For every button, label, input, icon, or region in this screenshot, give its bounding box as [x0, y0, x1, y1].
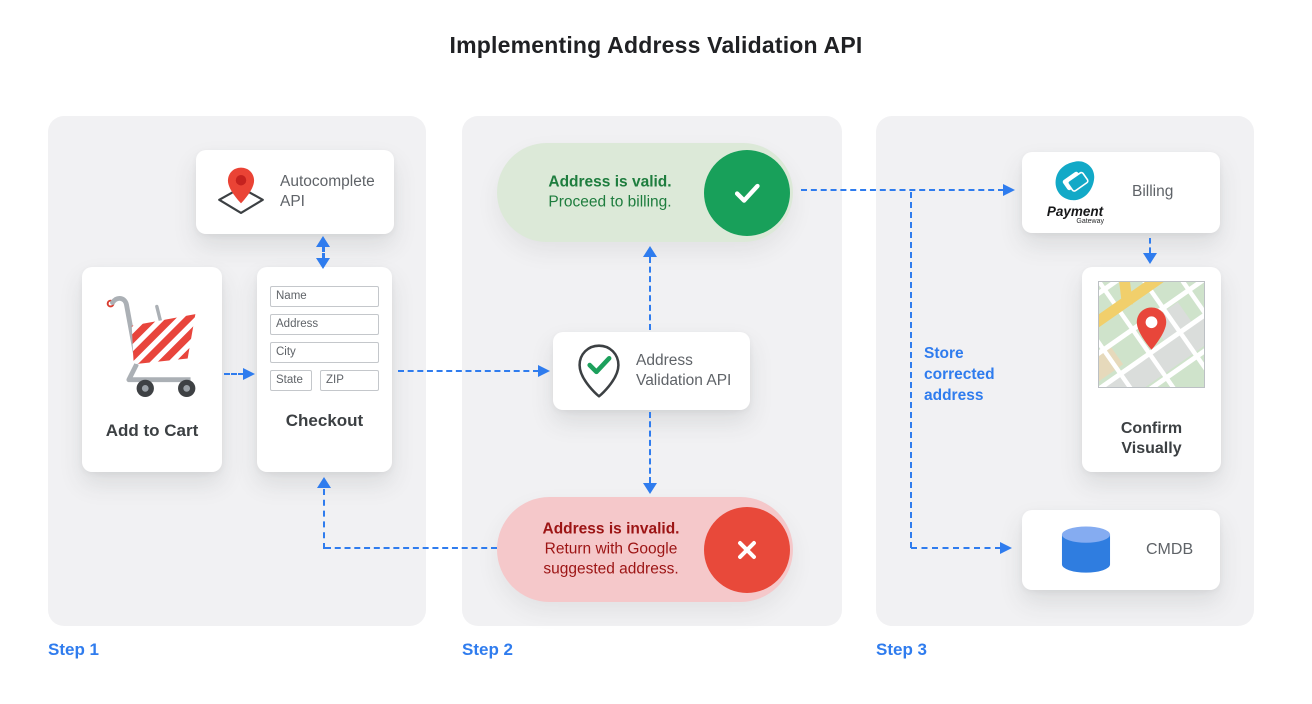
autocomplete-api-card: Autocomplete API — [196, 150, 394, 234]
arrow-validation-to-invalid-line — [649, 412, 651, 483]
shopping-cart-icon — [99, 289, 205, 406]
database-icon — [1058, 525, 1114, 575]
step1-label: Step 1 — [48, 640, 100, 659]
arrow-cart-to-checkout-line — [224, 373, 244, 375]
confirm-visually-label: Confirm Visually — [1120, 420, 1183, 457]
arrow-validation-to-valid-line — [649, 257, 651, 330]
cmdb-card: CMDB — [1022, 510, 1220, 590]
address-invalid-pill: Address is invalid. Return with Google s… — [497, 497, 793, 602]
arrow-valid-to-billing-line — [801, 189, 1004, 191]
validation-pin-check-icon — [577, 344, 621, 398]
arrow-invalid-return-horizontal — [325, 547, 497, 549]
store-corrected-address-note: Store corrected address — [924, 345, 995, 404]
payment-gateway-logo: Payment Gateway — [1042, 160, 1108, 225]
confirm-visually-card: Confirm Visually — [1082, 267, 1221, 472]
checkout-card: Name Address City State ZIP Checkout — [257, 267, 392, 472]
address-valid-pill: Address is valid. Proceed to billing. — [497, 143, 793, 242]
arrow-stem — [322, 247, 325, 252]
billing-card: Payment Gateway Billing — [1022, 152, 1220, 233]
arrow-billing-to-confirm-line — [1149, 238, 1151, 253]
arrow-billing-to-confirm-head — [1143, 253, 1157, 264]
autocomplete-card-label: Autocomplete API — [280, 172, 375, 210]
payment-logo-title: Payment — [1046, 204, 1104, 219]
billing-card-label: Billing — [1132, 183, 1174, 201]
arrow-invalid-return-head — [317, 477, 331, 488]
map-thumbnail — [1098, 281, 1205, 388]
checkout-label: Checkout — [285, 411, 364, 430]
valid-check-icon — [704, 149, 790, 236]
add-to-cart-card: Add to Cart — [82, 267, 222, 472]
arrow-validation-to-valid-head — [643, 246, 657, 257]
page-title: Implementing Address Validation API — [449, 32, 863, 58]
invalid-x-icon — [704, 506, 790, 593]
arrow-store-branch-vertical — [910, 192, 912, 548]
arrow-store-to-cmdb-head — [1000, 542, 1012, 554]
checkout-field-name: Name — [270, 286, 379, 307]
validation-card-label: Address Validation API — [636, 351, 732, 389]
checkout-field-state: State — [270, 370, 312, 391]
valid-pill-subtitle: Proceed to billing. — [548, 193, 672, 211]
arrow-autocomplete-to-checkout — [316, 258, 330, 269]
autocomplete-map-pin-icon — [214, 165, 268, 219]
cmdb-card-label: CMDB — [1146, 540, 1194, 558]
arrow-stem — [322, 253, 325, 258]
add-to-cart-label: Add to Cart — [105, 421, 199, 440]
valid-pill-title: Address is valid. — [548, 173, 672, 191]
invalid-pill-subtitle: Return with Google suggested address. — [543, 540, 679, 578]
arrow-store-to-cmdb-line — [911, 547, 1001, 549]
address-validation-api-card: Address Validation API — [553, 332, 750, 410]
checkout-field-city: City — [270, 342, 379, 363]
checkout-field-address: Address — [270, 314, 379, 335]
arrow-checkout-to-validation-line — [398, 370, 539, 372]
step2-label: Step 2 — [462, 640, 514, 659]
checkout-field-zip: ZIP — [320, 370, 379, 391]
arrow-cart-to-checkout-head — [243, 368, 255, 380]
step3-label: Step 3 — [876, 640, 928, 659]
arrow-valid-to-billing-head — [1003, 184, 1015, 196]
arrow-checkout-to-autocomplete — [316, 236, 330, 247]
arrow-invalid-return-vertical — [323, 489, 325, 549]
payment-logo-subtitle: Gateway — [1076, 218, 1104, 225]
arrow-validation-to-invalid-head — [643, 483, 657, 494]
invalid-pill-title: Address is invalid. — [542, 519, 680, 537]
arrow-checkout-to-validation-head — [538, 365, 550, 377]
